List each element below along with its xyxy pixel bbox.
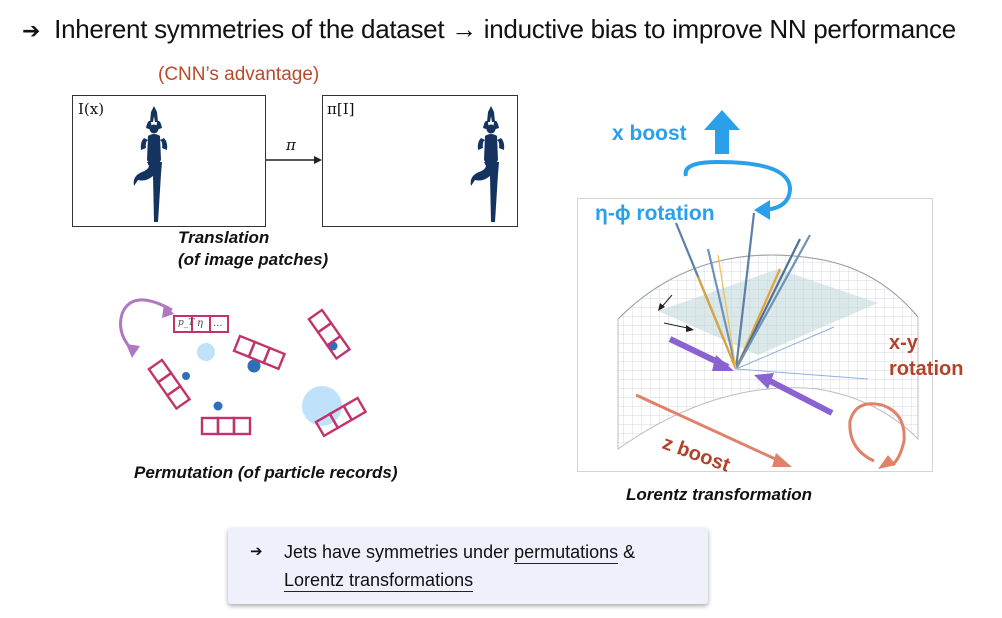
- particle-dark-1: [247, 359, 261, 373]
- particle-record-6: [314, 396, 368, 438]
- original-image-label: I(x): [78, 100, 105, 118]
- translation-caption-line1: Translation: [178, 228, 270, 247]
- xy-rotation-label-line2: rotation: [889, 358, 964, 380]
- particle-light-1: [197, 343, 215, 361]
- jet-event-display: [577, 198, 933, 472]
- callout-line2: Lorentz transformations: [284, 570, 474, 592]
- original-image-box: I(x): [72, 95, 266, 227]
- callout-line1: Jets have symmetries under permutations …: [284, 542, 636, 564]
- particle-record-2: [232, 334, 287, 371]
- lorentz-caption: Lorentz transformation: [626, 485, 813, 504]
- record-cell-more: ...: [213, 318, 223, 329]
- eta-phi-rotation-arrow-icon: [683, 159, 793, 220]
- callout-arrow-icon: ➔: [250, 542, 263, 560]
- translated-image-label: π[I]: [327, 100, 355, 118]
- translation-caption: Translation (of image patches): [178, 227, 328, 271]
- translated-image-box: π[I]: [322, 95, 518, 227]
- record-cell-eta: η: [197, 318, 203, 329]
- particle-record-4: [147, 358, 192, 411]
- callout-amp: &: [618, 542, 636, 562]
- translation-operator-label: π: [286, 136, 296, 154]
- conclusion-callout: ➔ Jets have symmetries under permutation…: [228, 528, 708, 604]
- yoga-figure-shifted-icon: [470, 106, 505, 222]
- x-boost-label: x boost: [612, 122, 687, 145]
- callout-text-before: Jets have symmetries under: [284, 542, 515, 562]
- particle-dark-3: [182, 372, 190, 380]
- cnn-advantage-note: (CNN’s advantage): [158, 64, 320, 85]
- particle-dark-4: [213, 401, 223, 411]
- particle-record-3: [307, 308, 352, 361]
- eta-phi-rotation-label: η-ϕ rotation: [595, 202, 715, 225]
- bullet-arrow-icon: ➔: [22, 19, 41, 44]
- callout-lorentz: Lorentz transformations: [284, 570, 474, 592]
- yoga-figure-icon: [133, 106, 168, 222]
- detector-mesh-illustration: [617, 212, 919, 469]
- particle-light-2: [302, 386, 342, 426]
- slide-title: ➔ Inherent symmetries of the dataset → in…: [22, 14, 956, 45]
- title-text: Inherent symmetries of the dataset → ind…: [54, 14, 956, 44]
- translation-caption-line2: (of image patches): [178, 250, 329, 269]
- xy-rotation-label-line1: x-y: [889, 332, 918, 354]
- record-cell-pt: p_T: [178, 318, 195, 328]
- particle-record-top: [173, 315, 229, 333]
- translation-arrow: [266, 156, 322, 164]
- callout-permutations: permutations: [514, 542, 619, 564]
- x-boost-arrow-icon: [704, 110, 740, 154]
- permutation-curved-arrow: [119, 298, 173, 354]
- permutation-caption: Permutation (of particle records): [134, 463, 398, 482]
- particle-record-5: [200, 416, 252, 436]
- permutation-diagram: [119, 298, 368, 438]
